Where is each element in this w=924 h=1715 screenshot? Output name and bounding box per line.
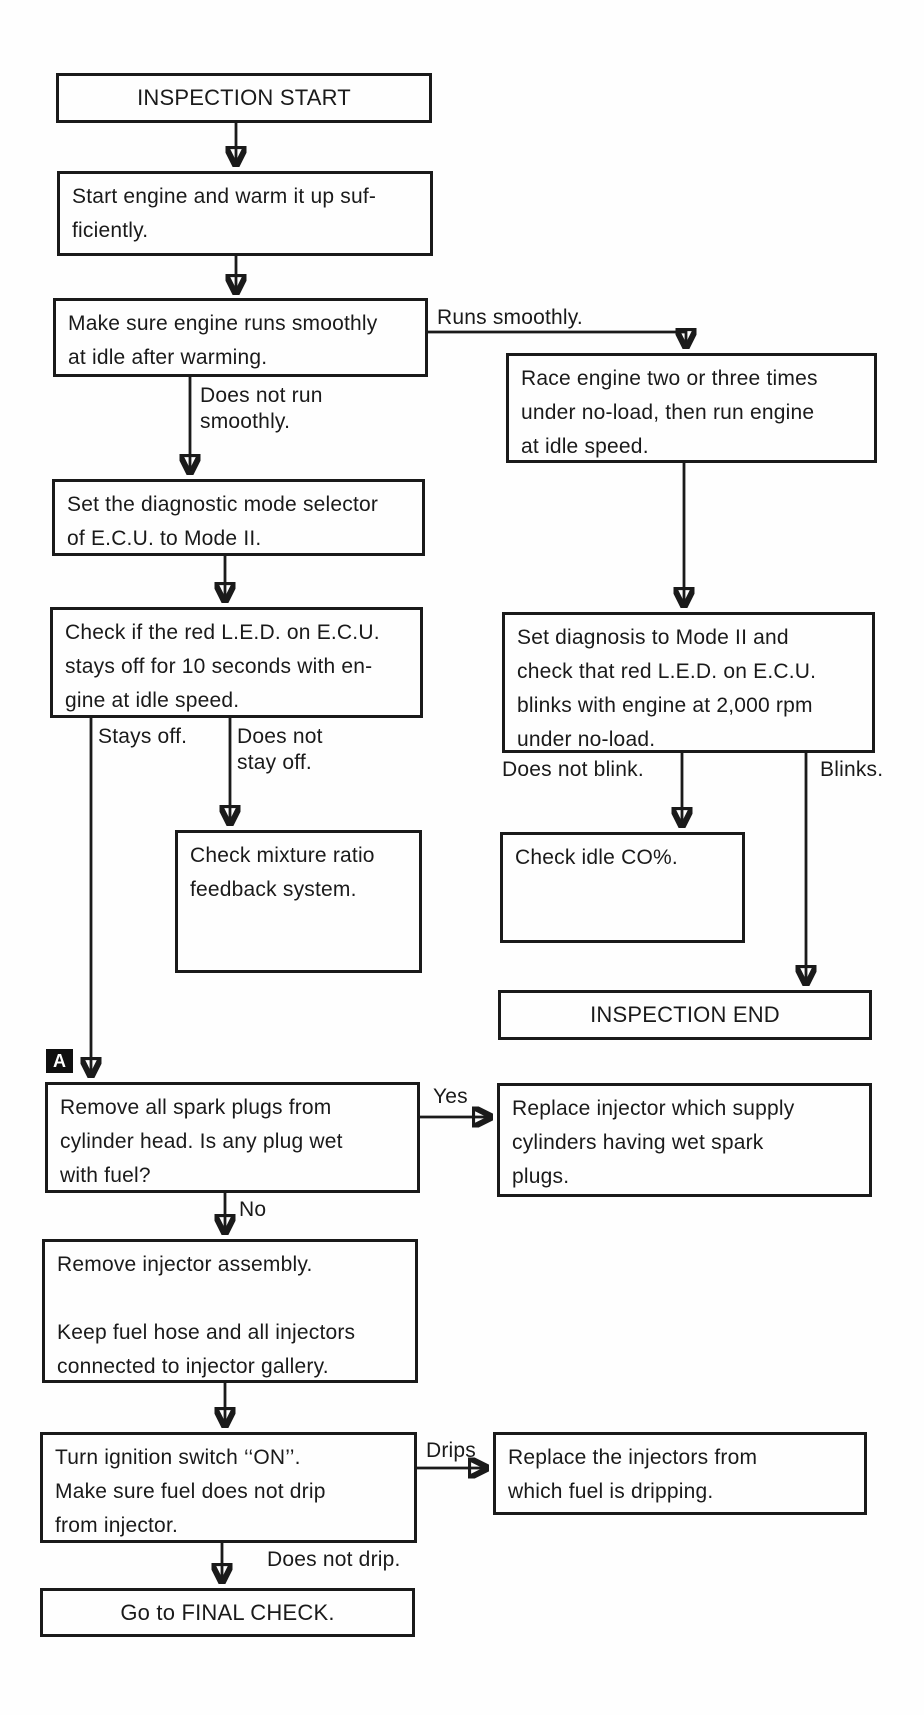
- edge-label-drips: Drips: [426, 1439, 477, 1462]
- section-marker-a: A: [46, 1049, 73, 1073]
- node-mode2-blink-check: Set diagnosis to Mode II and check that …: [502, 612, 875, 753]
- node-remove-spark-plugs: Remove all spark plugs from cylinder hea…: [45, 1082, 420, 1193]
- arrow-runs-smoothly: [428, 332, 686, 346]
- node-start-engine: Start engine and warm it up suf- ficient…: [57, 171, 433, 256]
- node-replace-wet-injector: Replace injector which supply cylinders …: [497, 1083, 872, 1197]
- node-go-to-final-check: Go to FINAL CHECK.: [40, 1588, 415, 1637]
- edge-label-blinks: Blinks.: [820, 758, 884, 781]
- edge-label-stays-off: Stays off.: [98, 725, 188, 748]
- node-ignition-on-drip-check: Turn ignition switch ‘‘ON’’. Make sure f…: [40, 1432, 417, 1543]
- node-inspection-end: INSPECTION END: [498, 990, 872, 1040]
- node-idle-check: Make sure engine runs smoothly at idle a…: [53, 298, 428, 377]
- edge-label-yes: Yes: [433, 1085, 468, 1108]
- edge-label-runs-smoothly: Runs smoothly.: [437, 306, 583, 329]
- edge-label-no: No: [239, 1198, 267, 1221]
- node-inspection-start: INSPECTION START: [56, 73, 432, 123]
- node-remove-injector-assembly: Remove injector assembly. Keep fuel hose…: [42, 1239, 418, 1383]
- edge-label-does-not-drip: Does not drip.: [267, 1548, 401, 1571]
- node-check-idle-co: Check idle CO%.: [500, 832, 745, 943]
- edge-label-does-not-stay-off: Does not stay off.: [237, 725, 323, 774]
- edge-label-does-not-blink: Does not blink.: [502, 758, 644, 781]
- node-race-engine: Race engine two or three times under no-…: [506, 353, 877, 463]
- edge-label-does-not-run-smoothly: Does not run smoothly.: [200, 384, 323, 433]
- node-set-diagnostic-mode: Set the diagnostic mode selector of E.C.…: [52, 479, 425, 556]
- node-check-led-stays-off: Check if the red L.E.D. on E.C.U. stays …: [50, 607, 423, 718]
- node-check-mixture-feedback: Check mixture ratio feedback system.: [175, 830, 422, 973]
- node-replace-dripping-injectors: Replace the injectors from which fuel is…: [493, 1432, 867, 1515]
